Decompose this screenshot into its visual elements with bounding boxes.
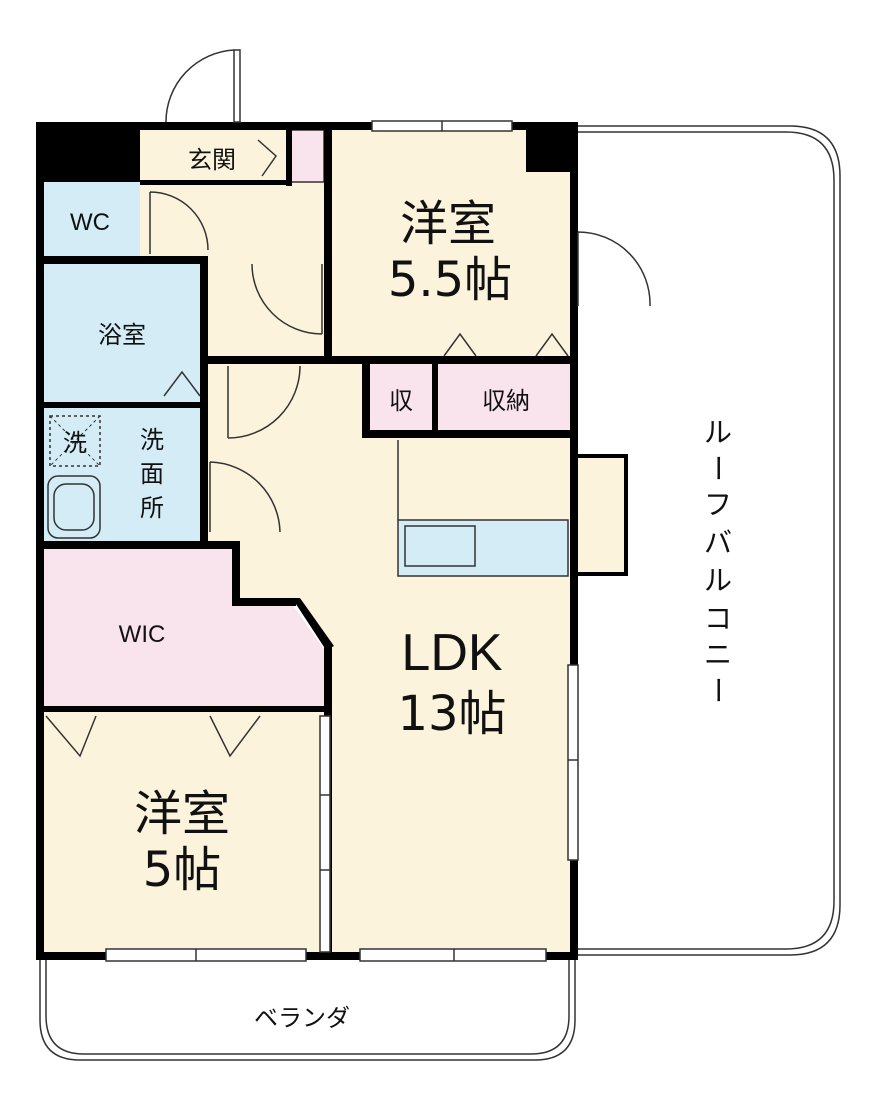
wc-floor bbox=[40, 182, 140, 258]
roof-balcony-char-3: フ bbox=[704, 488, 732, 521]
storage-small-floor bbox=[368, 364, 434, 430]
roof-balcony-char-7: ニ bbox=[704, 638, 732, 671]
bathroom-label: 浴室 bbox=[98, 321, 146, 349]
washroom-label-2: 面 bbox=[140, 460, 164, 488]
storage-label: 収納 bbox=[482, 387, 530, 415]
roof-balcony-outline bbox=[577, 125, 841, 956]
wash-basin bbox=[47, 475, 101, 539]
western-room-2-floor bbox=[40, 710, 330, 955]
western-room-2-size: 5帖 bbox=[143, 842, 222, 898]
roof-balcony-char-1: ル bbox=[704, 416, 732, 449]
wc-label: WC bbox=[70, 209, 110, 236]
wic-label: WIC bbox=[119, 621, 166, 648]
roof-balcony-char-8: ー bbox=[701, 676, 734, 704]
walls bbox=[36, 122, 578, 960]
western-room-2-name: 洋室 bbox=[134, 786, 230, 842]
bathroom-floor bbox=[40, 262, 206, 404]
shoe-closet bbox=[289, 129, 325, 183]
roof-balcony-outline-inner bbox=[577, 131, 835, 950]
veranda-label: ベランダ bbox=[254, 1004, 350, 1032]
ldk-name: LDK bbox=[401, 624, 502, 682]
wash-basin-bowl bbox=[53, 483, 95, 531]
roof-balcony-char-4: バ bbox=[704, 526, 732, 559]
washroom-label-1: 洗 bbox=[140, 426, 164, 454]
veranda-outline-inner bbox=[45, 960, 570, 1055]
wic-floor bbox=[40, 548, 326, 710]
bay-window-floor bbox=[576, 456, 626, 574]
washing-machine-label: 洗 bbox=[63, 429, 87, 457]
washroom-label-3: 所 bbox=[140, 494, 164, 522]
windows bbox=[105, 120, 579, 962]
roof-balcony-char-6: コ bbox=[704, 602, 732, 635]
storage-small-label: 収 bbox=[389, 387, 413, 415]
roof-balcony-char-5: ル bbox=[704, 564, 732, 597]
storage-floor bbox=[438, 364, 570, 430]
western-room-1-size: 5.5帖 bbox=[388, 252, 512, 308]
kitchen-sink bbox=[404, 525, 476, 567]
western-room-1-name: 洋室 bbox=[400, 196, 496, 252]
washing-machine-space bbox=[49, 415, 101, 467]
roof-balcony-char-2: ー bbox=[701, 454, 734, 482]
veranda-outline bbox=[39, 960, 576, 1061]
ldk-floor bbox=[206, 358, 576, 955]
doors bbox=[45, 49, 651, 758]
roof-balcony-label: ル ー フ バ ル コ ニ ー bbox=[701, 416, 734, 704]
entrance-label: 玄関 bbox=[188, 146, 236, 174]
ldk-size: 13帖 bbox=[397, 686, 506, 742]
